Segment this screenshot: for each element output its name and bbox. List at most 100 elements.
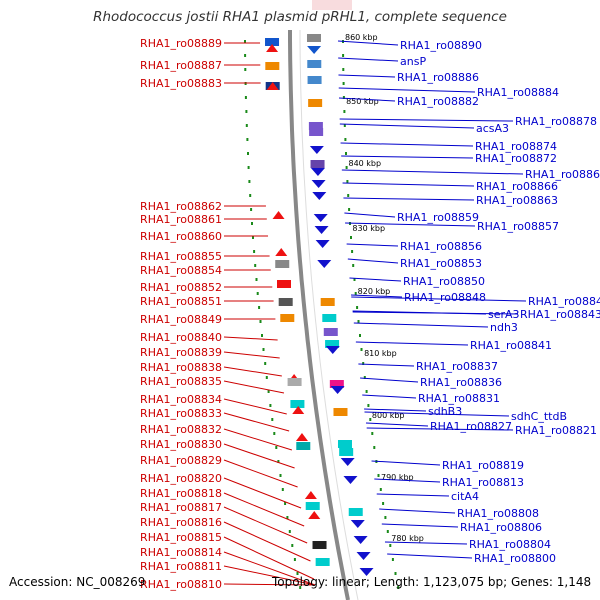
right-gene-label: RHA1_ro08869	[525, 168, 600, 181]
right-tick-mark	[365, 390, 368, 393]
right-gene-feature	[340, 458, 355, 466]
left-gene-feature	[275, 260, 290, 268]
right-tick-mark	[379, 488, 382, 491]
left-tick-mark	[296, 572, 299, 575]
right-gene-label: RHA1_ro08808	[457, 507, 539, 520]
right-leader-line	[387, 553, 473, 559]
right-gene-feature	[323, 328, 338, 336]
right-gene-feature	[333, 408, 348, 416]
right-gene-feature	[308, 122, 323, 130]
right-gene-feature	[325, 346, 340, 354]
left-tick-mark	[275, 446, 278, 449]
right-leader-line	[366, 427, 514, 431]
left-tick-mark	[259, 320, 262, 323]
left-gene-label: RHA1_ro08833	[140, 407, 222, 420]
left-gene-label: RHA1_ro08849	[140, 313, 222, 326]
right-tick-mark	[362, 362, 365, 365]
right-gene-label: acsA3	[476, 122, 509, 135]
left-gene-label: RHA1_ro08889	[140, 37, 222, 50]
left-tick-mark	[279, 474, 282, 477]
left-leader-line	[223, 583, 316, 586]
left-gene-label: RHA1_ro08854	[140, 264, 222, 277]
scale-label: 830 kbp	[352, 224, 385, 233]
left-gene-feature	[280, 314, 295, 322]
left-gene-label: RHA1_ro08818	[140, 487, 222, 500]
right-gene-feature	[314, 226, 329, 234]
right-gene-label: RHA1_ro08806	[460, 521, 542, 534]
left-tick-mark	[247, 166, 250, 169]
right-tick-mark	[363, 376, 366, 379]
left-gene-feature	[315, 558, 330, 566]
left-gene-label: RHA1_ro08815	[140, 531, 222, 544]
left-tick-mark	[244, 40, 246, 43]
right-tick-mark	[389, 544, 392, 547]
right-gene-feature	[322, 314, 337, 322]
left-tick-mark	[244, 54, 247, 57]
left-tick-mark	[248, 180, 251, 183]
left-gene-feature	[276, 280, 291, 288]
left-tick-mark	[245, 124, 248, 127]
left-gene-label: RHA1_ro08814	[140, 546, 222, 559]
right-gene-label: RHA1_ro08845	[528, 295, 600, 308]
left-tick-mark	[262, 348, 265, 351]
right-tick-mark	[348, 208, 351, 211]
left-gene-feature	[295, 433, 308, 441]
left-gene-label: RHA1_ro08839	[140, 346, 222, 359]
left-leader-line	[223, 412, 290, 432]
right-gene-label: ansP	[400, 55, 426, 68]
left-gene-label: RHA1_ro08860	[140, 230, 222, 243]
right-gene-label: sdhB3	[428, 405, 462, 418]
left-gene-label: RHA1_ro08810	[140, 578, 222, 591]
right-gene-label: RHA1_ro08837	[416, 360, 498, 373]
left-gene-label: RHA1_ro08820	[140, 472, 222, 485]
right-leader-line	[351, 296, 527, 302]
right-tick-mark	[357, 320, 360, 323]
left-tick-mark	[252, 236, 254, 239]
left-tick-mark	[264, 362, 267, 365]
left-gene-feature	[275, 248, 288, 256]
right-gene-label: RHA1_ro08866	[476, 180, 558, 193]
right-tick-mark	[342, 96, 345, 99]
right-gene-feature	[320, 298, 335, 306]
right-gene-label: RHA1_ro08827	[430, 420, 512, 433]
left-gene-label: RHA1_ro08840	[140, 331, 222, 344]
left-tick-mark	[284, 502, 287, 505]
left-leader-line	[223, 459, 298, 488]
right-tick-mark	[342, 68, 345, 71]
right-leader-line	[379, 508, 456, 514]
right-gene-feature	[315, 240, 330, 248]
right-leader-line	[338, 74, 396, 78]
left-gene-feature	[272, 211, 285, 219]
right-leader-line	[338, 87, 476, 93]
left-tick-mark	[261, 334, 263, 337]
right-tick-mark	[382, 502, 385, 505]
right-leader-line	[358, 363, 415, 367]
right-tick-mark	[345, 166, 348, 169]
right-tick-mark	[342, 54, 345, 57]
right-gene-label: RHA1_ro08800	[474, 552, 556, 565]
right-tick-mark	[359, 334, 361, 337]
accession-label: Accession: NC_008269	[9, 575, 146, 589]
right-gene-label: RHA1_ro08878	[515, 115, 597, 128]
right-gene-feature	[330, 386, 345, 394]
left-tick-mark	[250, 208, 253, 211]
right-leader-line	[341, 155, 474, 159]
right-leader-line	[339, 118, 514, 122]
right-gene-feature	[307, 60, 322, 68]
right-gene-label: RHA1_ro08874	[475, 140, 557, 153]
right-gene-label: RHA1_ro08882	[397, 95, 479, 108]
right-tick-mark	[373, 446, 376, 449]
left-leader-line	[223, 506, 308, 544]
right-leader-line	[364, 408, 427, 412]
right-tick-mark	[343, 124, 346, 127]
right-tick-mark	[394, 572, 397, 575]
left-tick-mark	[286, 516, 289, 519]
left-gene-label: RHA1_ro08830	[140, 438, 222, 451]
left-leader-line	[223, 443, 295, 469]
left-gene-label: RHA1_ro08838	[140, 361, 222, 374]
right-leader-line	[346, 243, 399, 247]
right-tick-mark	[354, 292, 357, 295]
left-gene-feature	[265, 38, 280, 46]
left-tick-mark	[247, 152, 249, 155]
left-gene-label: RHA1_ro08883	[140, 77, 222, 90]
